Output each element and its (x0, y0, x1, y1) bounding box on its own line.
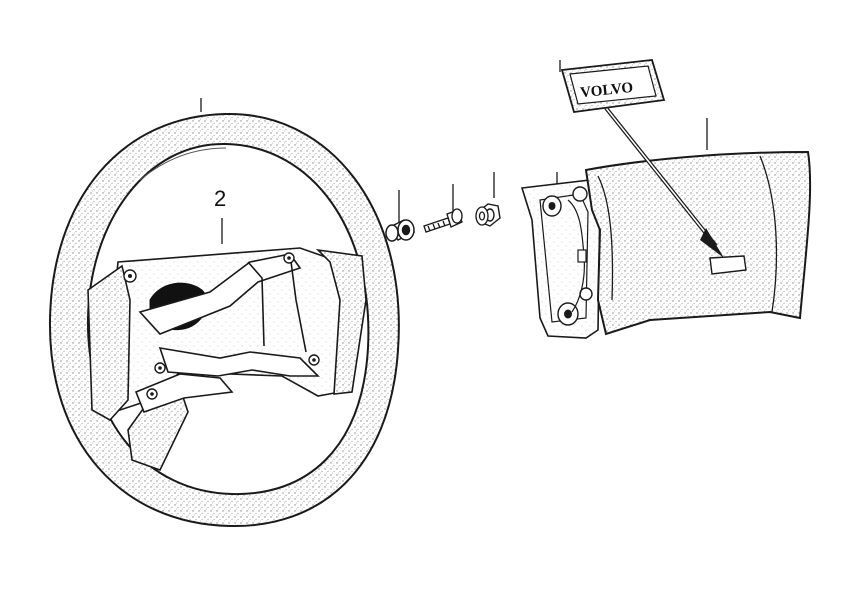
spacer-sleeve (385, 219, 416, 242)
wheel-hub (107, 247, 351, 412)
steering-wheel (48, 112, 400, 528)
washer (475, 206, 489, 226)
callout-number: 2 (214, 186, 226, 211)
wheel-rim (48, 112, 400, 528)
leader-lines (200, 60, 708, 244)
emblem-text: VOLVO (580, 80, 634, 101)
screw (423, 208, 463, 233)
installation-arrow (604, 106, 724, 258)
wheel-spoke-left (87, 264, 131, 422)
horn-pad-cover (584, 150, 812, 336)
wheel-spoke-right (315, 248, 367, 395)
hub-bracket (520, 179, 601, 339)
emblem-recess (709, 255, 747, 275)
volvo-emblem: VOLVO (560, 59, 666, 113)
